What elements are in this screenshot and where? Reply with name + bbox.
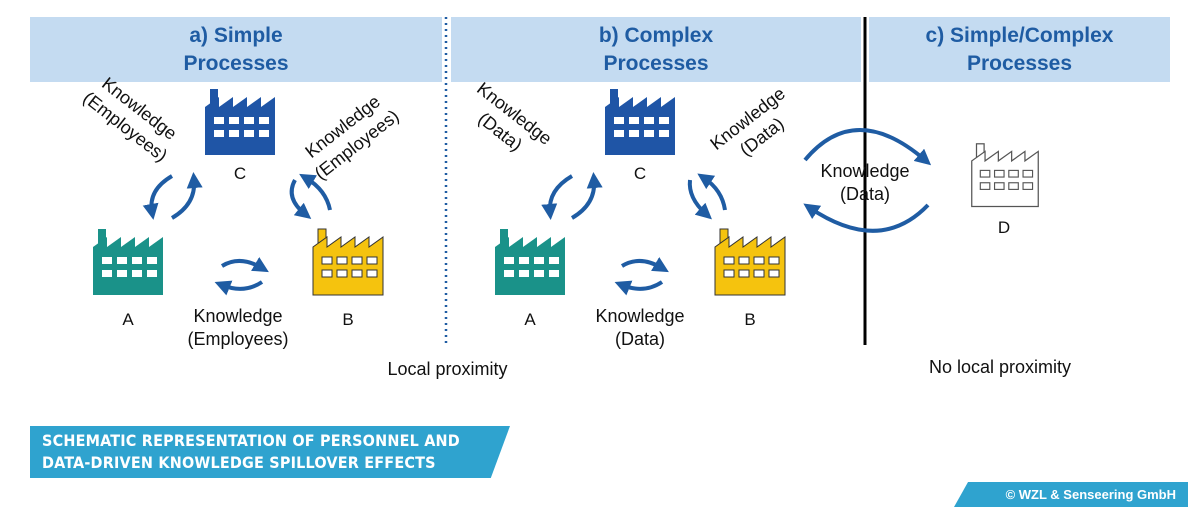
double-arrow-icon	[614, 280, 664, 296]
title-banner: SCHEMATIC REPRESENTATION OF PERSONNEL AN…	[30, 426, 510, 478]
flow-label-bottom: Knowledge (Data)	[590, 305, 690, 351]
caption-no-local-proximity: No local proximity	[928, 357, 1072, 377]
banner-line1: SCHEMATIC REPRESENTATION OF PERSONNEL AN…	[42, 431, 460, 450]
factory-c-label: C	[633, 164, 647, 183]
double-arrow-icon	[697, 173, 727, 211]
panel-a-title-line2: Processes	[183, 51, 289, 75]
factory-a-icon	[495, 229, 565, 295]
factory-d-label: D	[997, 218, 1011, 237]
double-arrow-icon	[687, 179, 712, 220]
panel-b-header: b) Complex Processes	[451, 17, 861, 82]
panel-b-title-line1: b) Complex	[598, 23, 714, 47]
flow-label-bottom: Knowledge (Employees)	[178, 305, 298, 351]
flow-label-panel-c-line1: Knowledge	[820, 161, 910, 181]
factory-b-label: B	[744, 310, 756, 329]
flow-label-panel-c-line2: (Data)	[839, 184, 890, 204]
double-arrow-icon	[214, 280, 264, 296]
flow-label-bottom-line2: (Data)	[614, 329, 665, 349]
factory-a-icon	[93, 229, 163, 295]
factory-a-label: A	[524, 310, 536, 329]
double-arrow-icon	[142, 174, 174, 220]
double-arrow-icon	[541, 174, 574, 220]
panel-c-header: c) Simple/Complex Processes	[869, 17, 1170, 82]
factory-c-icon	[605, 89, 675, 155]
copyright-badge: © WZL & Senseering GmbH	[954, 482, 1188, 507]
panel-c-title-line1: c) Simple/Complex	[925, 23, 1114, 47]
panel-a-title-line1: a) Simple	[189, 23, 283, 47]
double-arrow-icon	[289, 179, 312, 220]
double-arrow-icon	[299, 173, 332, 211]
double-arrow-icon	[803, 128, 932, 166]
banner-line2: DATA-DRIVEN KNOWLEDGE SPILLOVER EFFECTS	[42, 453, 436, 472]
double-arrow-icon	[620, 257, 669, 273]
factory-b-icon	[714, 228, 786, 296]
double-arrow-icon	[220, 257, 269, 273]
double-arrow-icon	[803, 203, 930, 233]
panel-c-title-line2: Processes	[966, 51, 1073, 75]
panel-b-title-line2: Processes	[603, 51, 709, 75]
factory-d-icon	[971, 143, 1039, 208]
factory-c-icon	[205, 89, 275, 155]
flow-label-bottom-line1: Knowledge	[595, 306, 685, 326]
flow-label-panel-c: Knowledge (Data)	[810, 160, 920, 206]
panel-a-header: a) Simple Processes	[30, 17, 442, 82]
factory-a-label: A	[122, 310, 134, 329]
double-arrow-icon	[170, 172, 203, 220]
factory-b-label: B	[342, 310, 354, 329]
factory-c-label: C	[233, 164, 247, 183]
double-arrow-icon	[570, 172, 603, 220]
caption-local-proximity: Local proximity	[387, 359, 508, 379]
flow-label-bottom-line2: (Employees)	[187, 329, 289, 349]
flow-label-bottom-line1: Knowledge	[193, 306, 283, 326]
factory-b-icon	[312, 228, 384, 296]
